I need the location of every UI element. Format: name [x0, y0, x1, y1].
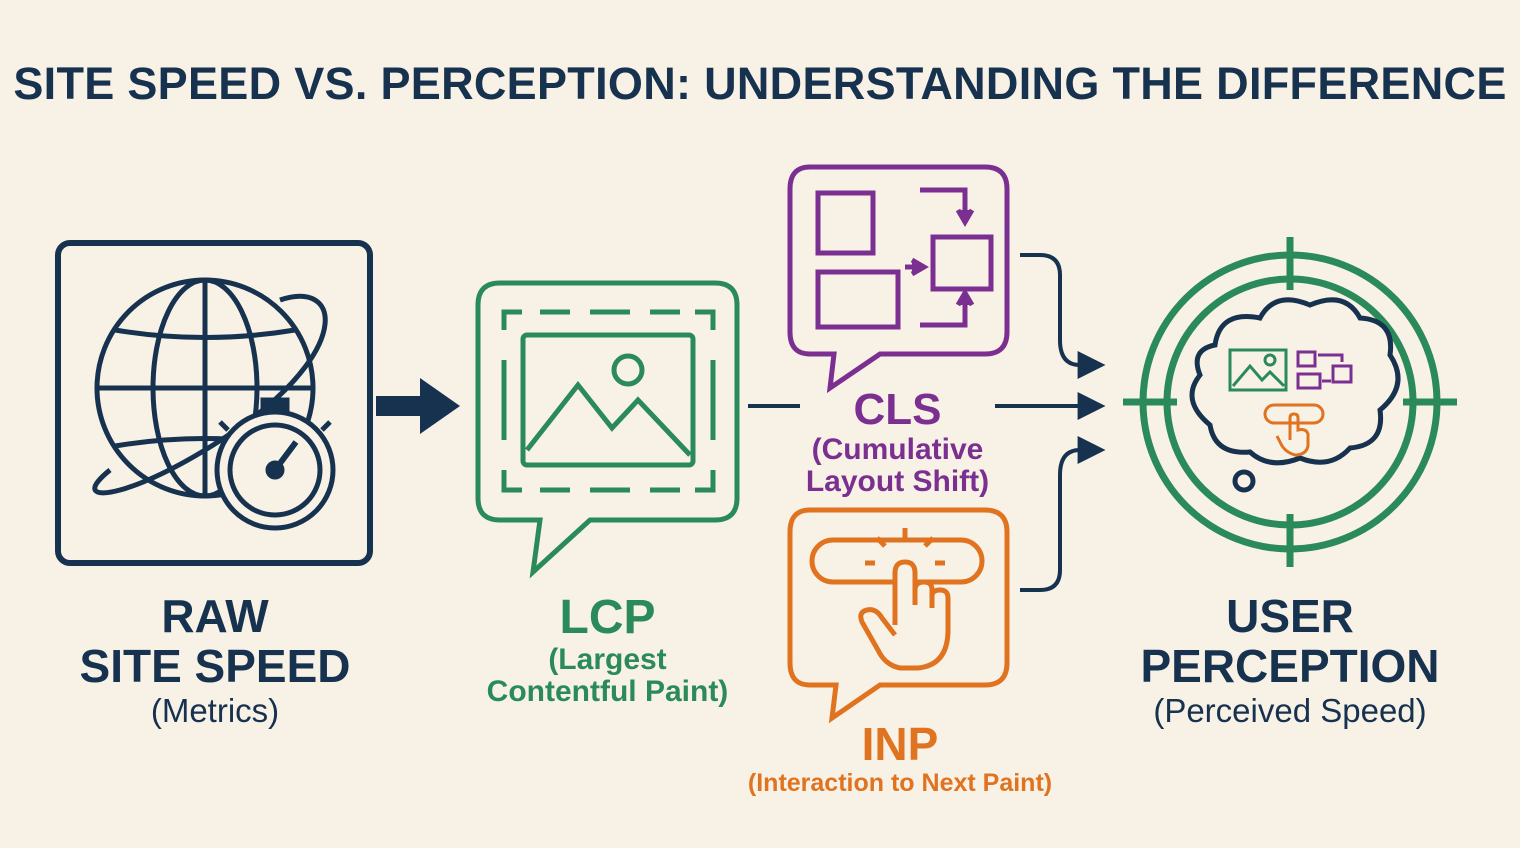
cls-bubble [787, 164, 1010, 394]
thought-cloud-icon [1189, 297, 1401, 493]
arrow-raw-to-lcp [376, 378, 460, 434]
lcp-bubble [475, 280, 740, 579]
raw-sub: (Metrics) [150, 692, 280, 730]
image-icon [520, 332, 696, 468]
connector-inp-to-user [1020, 436, 1106, 592]
page-title: SITE SPEED VS. PERCEPTION: UNDERSTANDING… [13, 58, 1507, 109]
cls-label: CLS (Cumulative Layout Shift) [770, 386, 1025, 498]
cls-main: CLS [853, 385, 942, 434]
lcp-sub2: Contentful Paint) [486, 675, 729, 709]
raw-line2: SITE SPEED [79, 639, 351, 692]
inp-bubble [787, 507, 1010, 724]
user-perception-label: USER PERCEPTION (Perceived Speed) [1110, 590, 1470, 730]
lcp-sub1: (Largest [548, 642, 667, 676]
layout-shift-icon [815, 187, 994, 330]
user-line2: PERCEPTION [1140, 639, 1440, 692]
inp-sub: (Interaction to Next Paint) [747, 768, 1053, 797]
inp-main: INP [861, 718, 939, 770]
inp-label: INP (Interaction to Next Paint) [730, 718, 1070, 797]
raw-site-speed-label: RAW SITE SPEED (Metrics) [55, 590, 375, 730]
cls-sub1: (Cumulative [811, 432, 984, 466]
globe-icon [92, 277, 328, 499]
user-line1: USER [1226, 590, 1354, 642]
stopwatch-icon [214, 397, 336, 531]
lcp-main: LCP [559, 591, 656, 644]
target-icon [1123, 237, 1457, 567]
user-sub: (Perceived Speed) [1153, 692, 1427, 730]
lcp-label: LCP (Largest Contentful Paint) [465, 592, 750, 709]
connector-cls-to-user [1020, 253, 1106, 379]
raw-site-speed-box [55, 240, 373, 566]
tap-hand-icon [858, 528, 951, 671]
raw-line1: RAW [161, 590, 269, 642]
cls-sub2: Layout Shift) [805, 464, 990, 498]
